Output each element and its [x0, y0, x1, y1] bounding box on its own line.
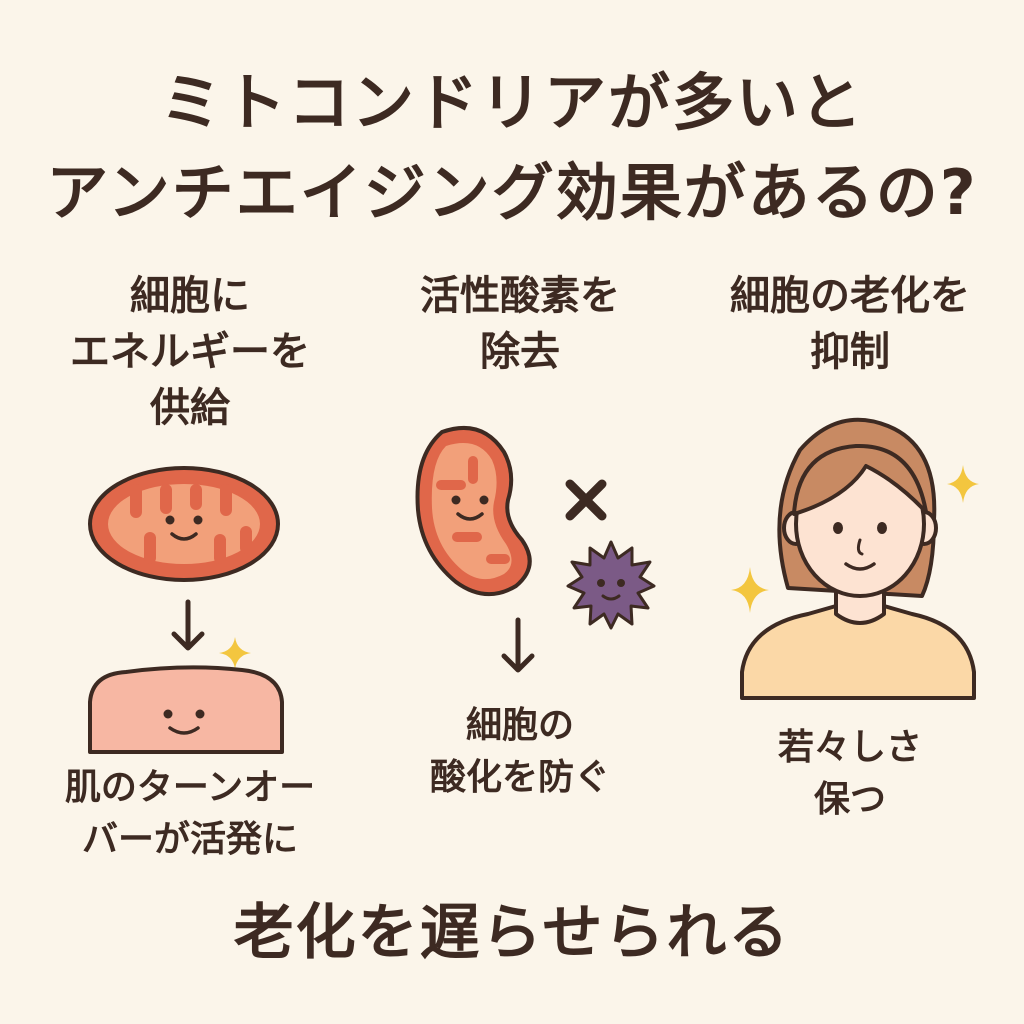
column-2-caption-line: 酸化を防ぐ — [429, 757, 610, 798]
title-line-1: ミトコンドリアが多いと — [159, 66, 864, 139]
arrow-down-icon — [171, 599, 205, 651]
column-2-label: 活性酸素を 除去 — [370, 268, 670, 380]
column-3-caption: 若々しさ 保つ — [700, 722, 1000, 826]
column-3-caption-line: 保つ — [813, 779, 886, 820]
column-2-caption-line: 細胞の — [465, 705, 574, 746]
column-2-label-line: 除去 — [480, 329, 560, 375]
page-title: ミトコンドリアが多いと アンチエイジング効果があるの? — [0, 58, 1024, 238]
conclusion-text: 老化を遅らせられる — [233, 898, 791, 968]
column-1-caption-line: バーが活発に — [81, 819, 298, 860]
title-line-2: アンチエイジング効果があるの? — [46, 156, 978, 229]
column-2-caption: 細胞の 酸化を防ぐ — [370, 700, 670, 804]
column-3-label-line: 抑制 — [810, 329, 890, 375]
column-1-label-line: 供給 — [150, 385, 230, 431]
arrow-down-icon — [501, 617, 535, 673]
woman-icon — [740, 417, 976, 700]
column-3-label: 細胞の老化を 抑制 — [700, 268, 1000, 380]
skin-icon — [88, 665, 284, 754]
column-2-label-line: 活性酸素を — [420, 273, 620, 319]
column-1-label-line: エネルギーを — [70, 329, 310, 375]
sparkle-icon — [947, 465, 979, 503]
cross-icon — [565, 479, 607, 521]
column-3-label-line: 細胞の老化を — [730, 273, 970, 319]
mitochondria-icon — [88, 466, 280, 582]
free-radical-icon — [566, 540, 656, 630]
column-1-label-line: 細胞に — [130, 273, 250, 319]
column-1-caption: 肌のターンオー バーが活発に — [30, 762, 350, 866]
column-1-caption-line: 肌のターンオー — [64, 767, 316, 808]
sparkle-icon — [219, 637, 251, 669]
column-3-caption-line: 若々しさ — [777, 727, 922, 768]
sparkle-icon — [731, 567, 769, 613]
column-1-label: 細胞に エネルギーを 供給 — [40, 268, 340, 436]
mitochondria-icon — [415, 426, 532, 597]
